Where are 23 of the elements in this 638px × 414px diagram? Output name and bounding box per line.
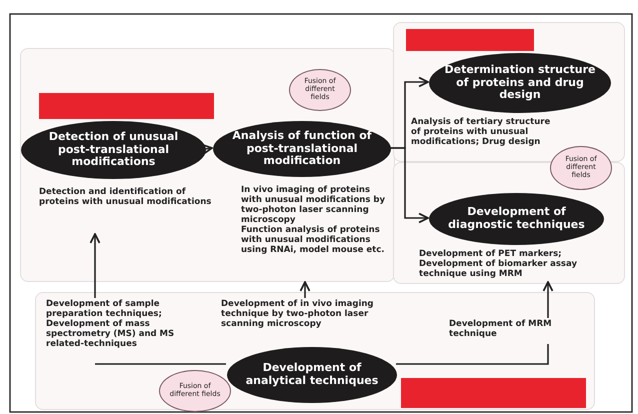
description-text: Function analysis of proteins with unusual modifications using RNAi, model mouse etc. bbox=[241, 225, 386, 256]
description-text: In vivo imaging of proteins with unusual modifications by two-photon laser scanning microscopy bbox=[241, 185, 386, 226]
connector-arrow bbox=[300, 281, 310, 298]
description-text: Detection and identification of proteins with unusual modifications bbox=[39, 187, 219, 235]
description-text: Development of MRM technique bbox=[449, 319, 574, 345]
description-text: Development of in vivo imaging technique by two-photon laser scanning microscopy bbox=[221, 299, 401, 339]
label-box bbox=[401, 378, 586, 408]
connector-arrow bbox=[542, 281, 554, 318]
connector-arrow bbox=[90, 233, 100, 298]
topic-ellipse: Analysis of function of post-translational modification bbox=[213, 121, 391, 177]
topic-ellipse: Development of analytical techniques bbox=[227, 347, 397, 403]
topic-ellipse: Determination structure of proteins and drug design bbox=[429, 53, 611, 113]
panel-background bbox=[393, 162, 625, 284]
panel-background bbox=[35, 292, 595, 410]
label-box bbox=[406, 29, 534, 51]
topic-ellipse: Development of diagnostic techniques bbox=[429, 193, 604, 245]
panel-background bbox=[20, 48, 395, 282]
panel-background bbox=[393, 22, 625, 162]
topic-ellipse: Detection of unusual post-translational modifications bbox=[21, 121, 206, 179]
connector-arrow bbox=[390, 147, 429, 224]
label-box bbox=[39, 93, 214, 119]
description-text: Development of sample preparation techniques; Development of mass spectrometry (MS) and MS related-techniques bbox=[46, 299, 206, 365]
description-text: Development of PET markers; Development of biomarker assay technique using MRM bbox=[419, 249, 621, 283]
